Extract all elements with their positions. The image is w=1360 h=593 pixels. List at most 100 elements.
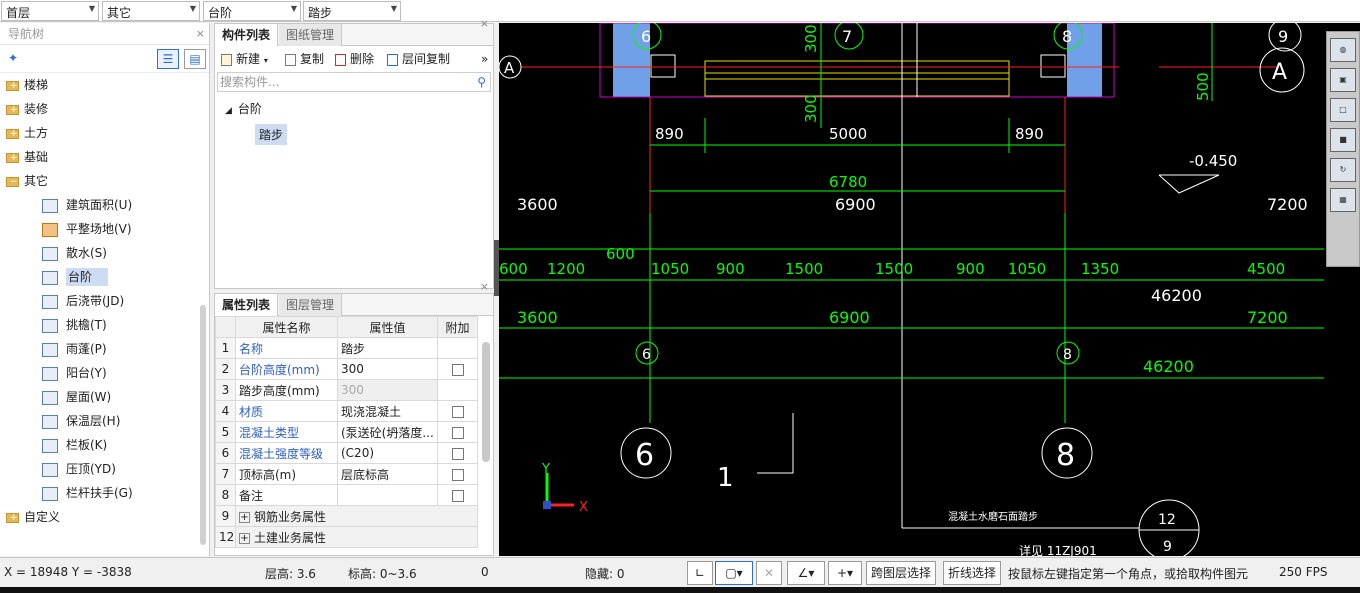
collapse-icon[interactable]: ◢: [225, 106, 232, 116]
property-name: 踏步高度(mm): [235, 379, 338, 401]
component-dropdown[interactable]: 踏步▼: [303, 1, 401, 21]
cross-layer-select-button[interactable]: 跨图层选择: [866, 561, 937, 585]
select-box-button[interactable]: ▢▾: [715, 561, 753, 585]
angle-button[interactable]: ∠▾: [787, 561, 825, 585]
polyline-select-button[interactable]: 折线选择: [943, 561, 1002, 585]
component-type-dropdown[interactable]: 台阶▼: [203, 1, 301, 21]
property-value[interactable]: (泵送砼(坍落度...: [337, 421, 438, 443]
nav-item-post-pour-strip[interactable]: 后浇带(JD): [0, 289, 209, 313]
search-icon[interactable]: ⚲: [477, 75, 486, 89]
nav-item-steps[interactable]: 台阶: [0, 265, 209, 289]
nav-folder-expanded[interactable]: −其它: [0, 169, 209, 193]
expand-icon[interactable]: +: [239, 511, 250, 523]
copy-button[interactable]: 复制: [285, 46, 324, 72]
nav-item-canopy[interactable]: 雨蓬(P): [0, 337, 209, 361]
detail-bubble-bottom: 9: [1163, 539, 1172, 555]
nav-folder[interactable]: +楼梯: [0, 73, 209, 97]
attach-checkbox[interactable]: [451, 489, 464, 502]
nav-item-cornice[interactable]: 挑檐(T): [0, 313, 209, 337]
tab-property-list[interactable]: 属性列表: [215, 294, 279, 316]
nav-item-site-leveling[interactable]: 平整场地(V): [0, 217, 209, 241]
cornice-icon: [42, 318, 58, 333]
attach-checkbox[interactable]: [451, 405, 464, 418]
rotate-button[interactable]: ↻: [1330, 158, 1356, 182]
category-dropdown[interactable]: 其它▼: [102, 1, 200, 21]
tree-parent[interactable]: ◢台阶: [225, 100, 262, 117]
view-3d-button[interactable]: ▣: [1330, 68, 1356, 92]
property-value[interactable]: 层底标高: [337, 463, 438, 485]
grid-button[interactable]: ▦: [1330, 188, 1356, 212]
attach-checkbox[interactable]: [451, 363, 464, 376]
offset-button[interactable]: +▾: [828, 561, 862, 585]
top-toolbar: 首层▼ 其它▼ 台阶▼ 踏步▼: [0, 0, 1360, 22]
view-top-button[interactable]: □: [1330, 98, 1356, 122]
table-row-group[interactable]: 12+土建业务属性: [215, 526, 478, 548]
floor-copy-button[interactable]: 层间复制: [387, 46, 450, 72]
splitter-handle[interactable]: [494, 240, 499, 296]
nav-folder[interactable]: +自定义: [0, 505, 209, 529]
properties-scrollbar[interactable]: [482, 342, 490, 462]
floor-dropdown[interactable]: 首层▼: [1, 1, 99, 21]
cad-drawing-canvas[interactable]: 6 7 8 9 A A 300 300 500 890 5000 890 678…: [499, 23, 1360, 556]
axis-bubble-7-top: [834, 23, 864, 50]
axis-label-8-mid: 8: [1063, 347, 1072, 363]
table-row-group[interactable]: 9+钢筋业务属性: [215, 505, 478, 527]
component-search-input[interactable]: 搜索构件...⚲: [217, 72, 491, 92]
orbit-button[interactable]: ◍: [1330, 38, 1356, 62]
nav-item-railing[interactable]: 栏杆扶手(G): [0, 481, 209, 505]
nav-folder[interactable]: +土方: [0, 121, 209, 145]
select-box-icon: ▢▾: [725, 566, 743, 580]
delete-button[interactable]: 删除: [335, 46, 374, 72]
property-value[interactable]: 现浇混凝土: [337, 400, 438, 422]
tree-view-icon[interactable]: ▤: [184, 49, 206, 69]
new-button[interactable]: 新建 ▾: [221, 46, 268, 74]
axis-bubble-8-big: [1041, 427, 1093, 479]
nav-header: 导航树×: [0, 23, 209, 45]
nav-item-building-area[interactable]: 建筑面积(U): [0, 193, 209, 217]
tab-layer-management[interactable]: 图层管理: [279, 294, 343, 316]
nav-item-parapet[interactable]: 栏板(K): [0, 433, 209, 457]
detail-bubble-top: 12: [1158, 512, 1176, 528]
nav-item-label: 挑檐(T): [66, 318, 107, 332]
attach-checkbox[interactable]: [451, 447, 464, 460]
pin-icon[interactable]: ✦: [8, 51, 19, 65]
nav-item-insulation[interactable]: 保温层(H): [0, 409, 209, 433]
list-view-icon[interactable]: ☰: [157, 49, 179, 69]
nav-scrollbar[interactable]: [200, 305, 206, 545]
nav-item-roof[interactable]: 屋面(W): [0, 385, 209, 409]
pier-left: [650, 54, 676, 78]
tab-component-list[interactable]: 构件列表: [215, 24, 279, 46]
grid-600: 600: [606, 245, 635, 263]
cross-select-button[interactable]: ✕: [756, 561, 782, 585]
property-value[interactable]: [337, 484, 438, 506]
group-label: 土建业务属性: [254, 530, 327, 545]
view-side-button[interactable]: ■: [1330, 128, 1356, 152]
nav-folder[interactable]: +装修: [0, 97, 209, 121]
nav-item-apron[interactable]: 散水(S): [0, 241, 209, 265]
close-icon[interactable]: ×: [195, 27, 205, 40]
nav-item-balcony[interactable]: 阳台(Y): [0, 361, 209, 385]
tree-child-selected[interactable]: 踏步: [255, 124, 288, 145]
nav-folder[interactable]: +基础: [0, 145, 209, 169]
property-value[interactable]: 300: [337, 358, 438, 380]
attach-checkbox[interactable]: [451, 426, 464, 439]
property-value[interactable]: 踏步: [337, 337, 438, 359]
ortho-button[interactable]: ∟: [687, 561, 713, 585]
attach-checkbox[interactable]: [451, 468, 464, 481]
nav-folder-label: 土方: [24, 126, 49, 140]
cad-drawing: 6 7 8 9 A A 300 300 500 890 5000 890 678…: [499, 23, 1324, 556]
nav-item-coping[interactable]: 压顶(YD): [0, 457, 209, 481]
expand-icon[interactable]: +: [239, 532, 250, 544]
building-area-icon: [42, 198, 58, 213]
tab-drawing-management[interactable]: 图纸管理: [279, 24, 343, 46]
more-icon[interactable]: »: [481, 52, 489, 66]
property-value[interactable]: (C20): [337, 442, 438, 464]
